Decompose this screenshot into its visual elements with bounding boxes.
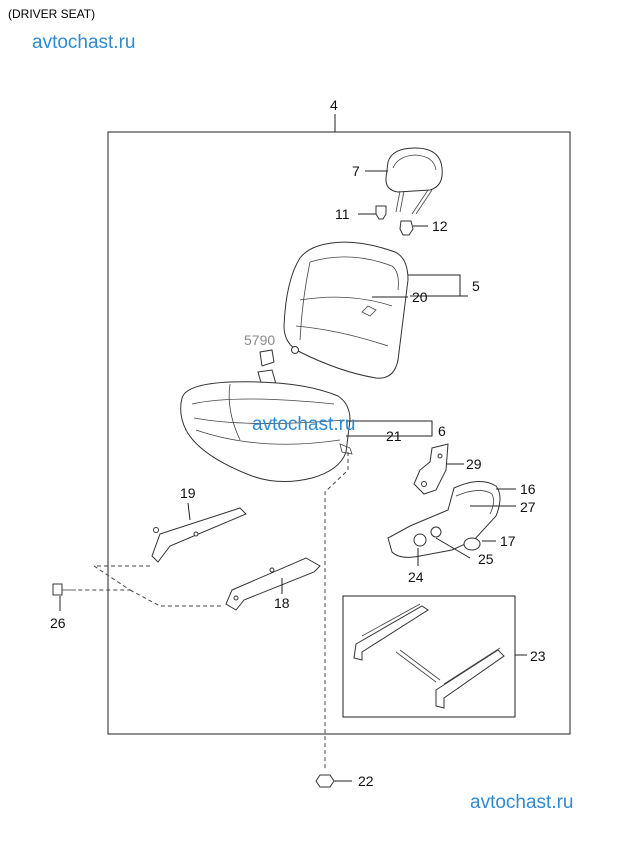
callout-5790: 5790 — [244, 332, 275, 348]
dashed-leader-18 — [129, 589, 224, 607]
headrest-part — [385, 147, 443, 215]
callout-5: 5 — [472, 278, 480, 294]
leader-19 — [187, 502, 191, 521]
callout-17: 17 — [500, 533, 516, 549]
callout-22: 22 — [358, 773, 374, 789]
callout-16: 16 — [520, 481, 536, 497]
callout-18: 18 — [274, 595, 290, 611]
nut-part — [315, 774, 335, 788]
callout-19: 19 — [180, 485, 196, 501]
seat-track-box — [342, 595, 516, 718]
seat-back-part — [283, 241, 409, 379]
watermark-bottom: avtochast.ru — [470, 792, 574, 813]
track-cover-18 — [225, 557, 321, 611]
callout-26: 26 — [50, 615, 66, 631]
callout-27: 27 — [520, 499, 536, 515]
leader-25 — [435, 537, 471, 559]
recliner-bracket-29 — [413, 443, 449, 495]
callout-4: 4 — [330, 97, 338, 113]
callout-21: 21 — [386, 428, 402, 444]
watermark-top: avtochast.ru — [32, 32, 136, 53]
callout-23: 23 — [530, 648, 546, 664]
dashed-leader-bolt — [76, 565, 150, 591]
track-cover-19 — [151, 507, 247, 563]
side-cover-part — [387, 481, 501, 558]
dashed-leader-cushion — [324, 452, 349, 770]
seat-track-part — [353, 603, 505, 709]
callout-7: 7 — [352, 163, 360, 179]
callout-29: 29 — [466, 456, 482, 472]
headrest-guide-12 — [399, 220, 414, 236]
assembly-frame — [107, 131, 571, 735]
callout-12: 12 — [432, 218, 448, 234]
leader-6 — [346, 420, 433, 437]
knob-part — [463, 537, 481, 551]
callout-20: 20 — [412, 289, 428, 305]
lever-cover-part — [257, 349, 277, 387]
watermark-middle: avtochast.ru — [252, 414, 356, 435]
callout-6: 6 — [438, 423, 446, 439]
headrest-guide-11 — [375, 205, 387, 220]
diagram-caption: (DRIVER SEAT) — [8, 7, 96, 21]
seat-cushion-part — [180, 381, 353, 482]
callout-25: 25 — [478, 551, 494, 567]
bolt-part — [52, 583, 76, 596]
callout-11: 11 — [335, 206, 350, 222]
callout-24: 24 — [408, 569, 424, 585]
